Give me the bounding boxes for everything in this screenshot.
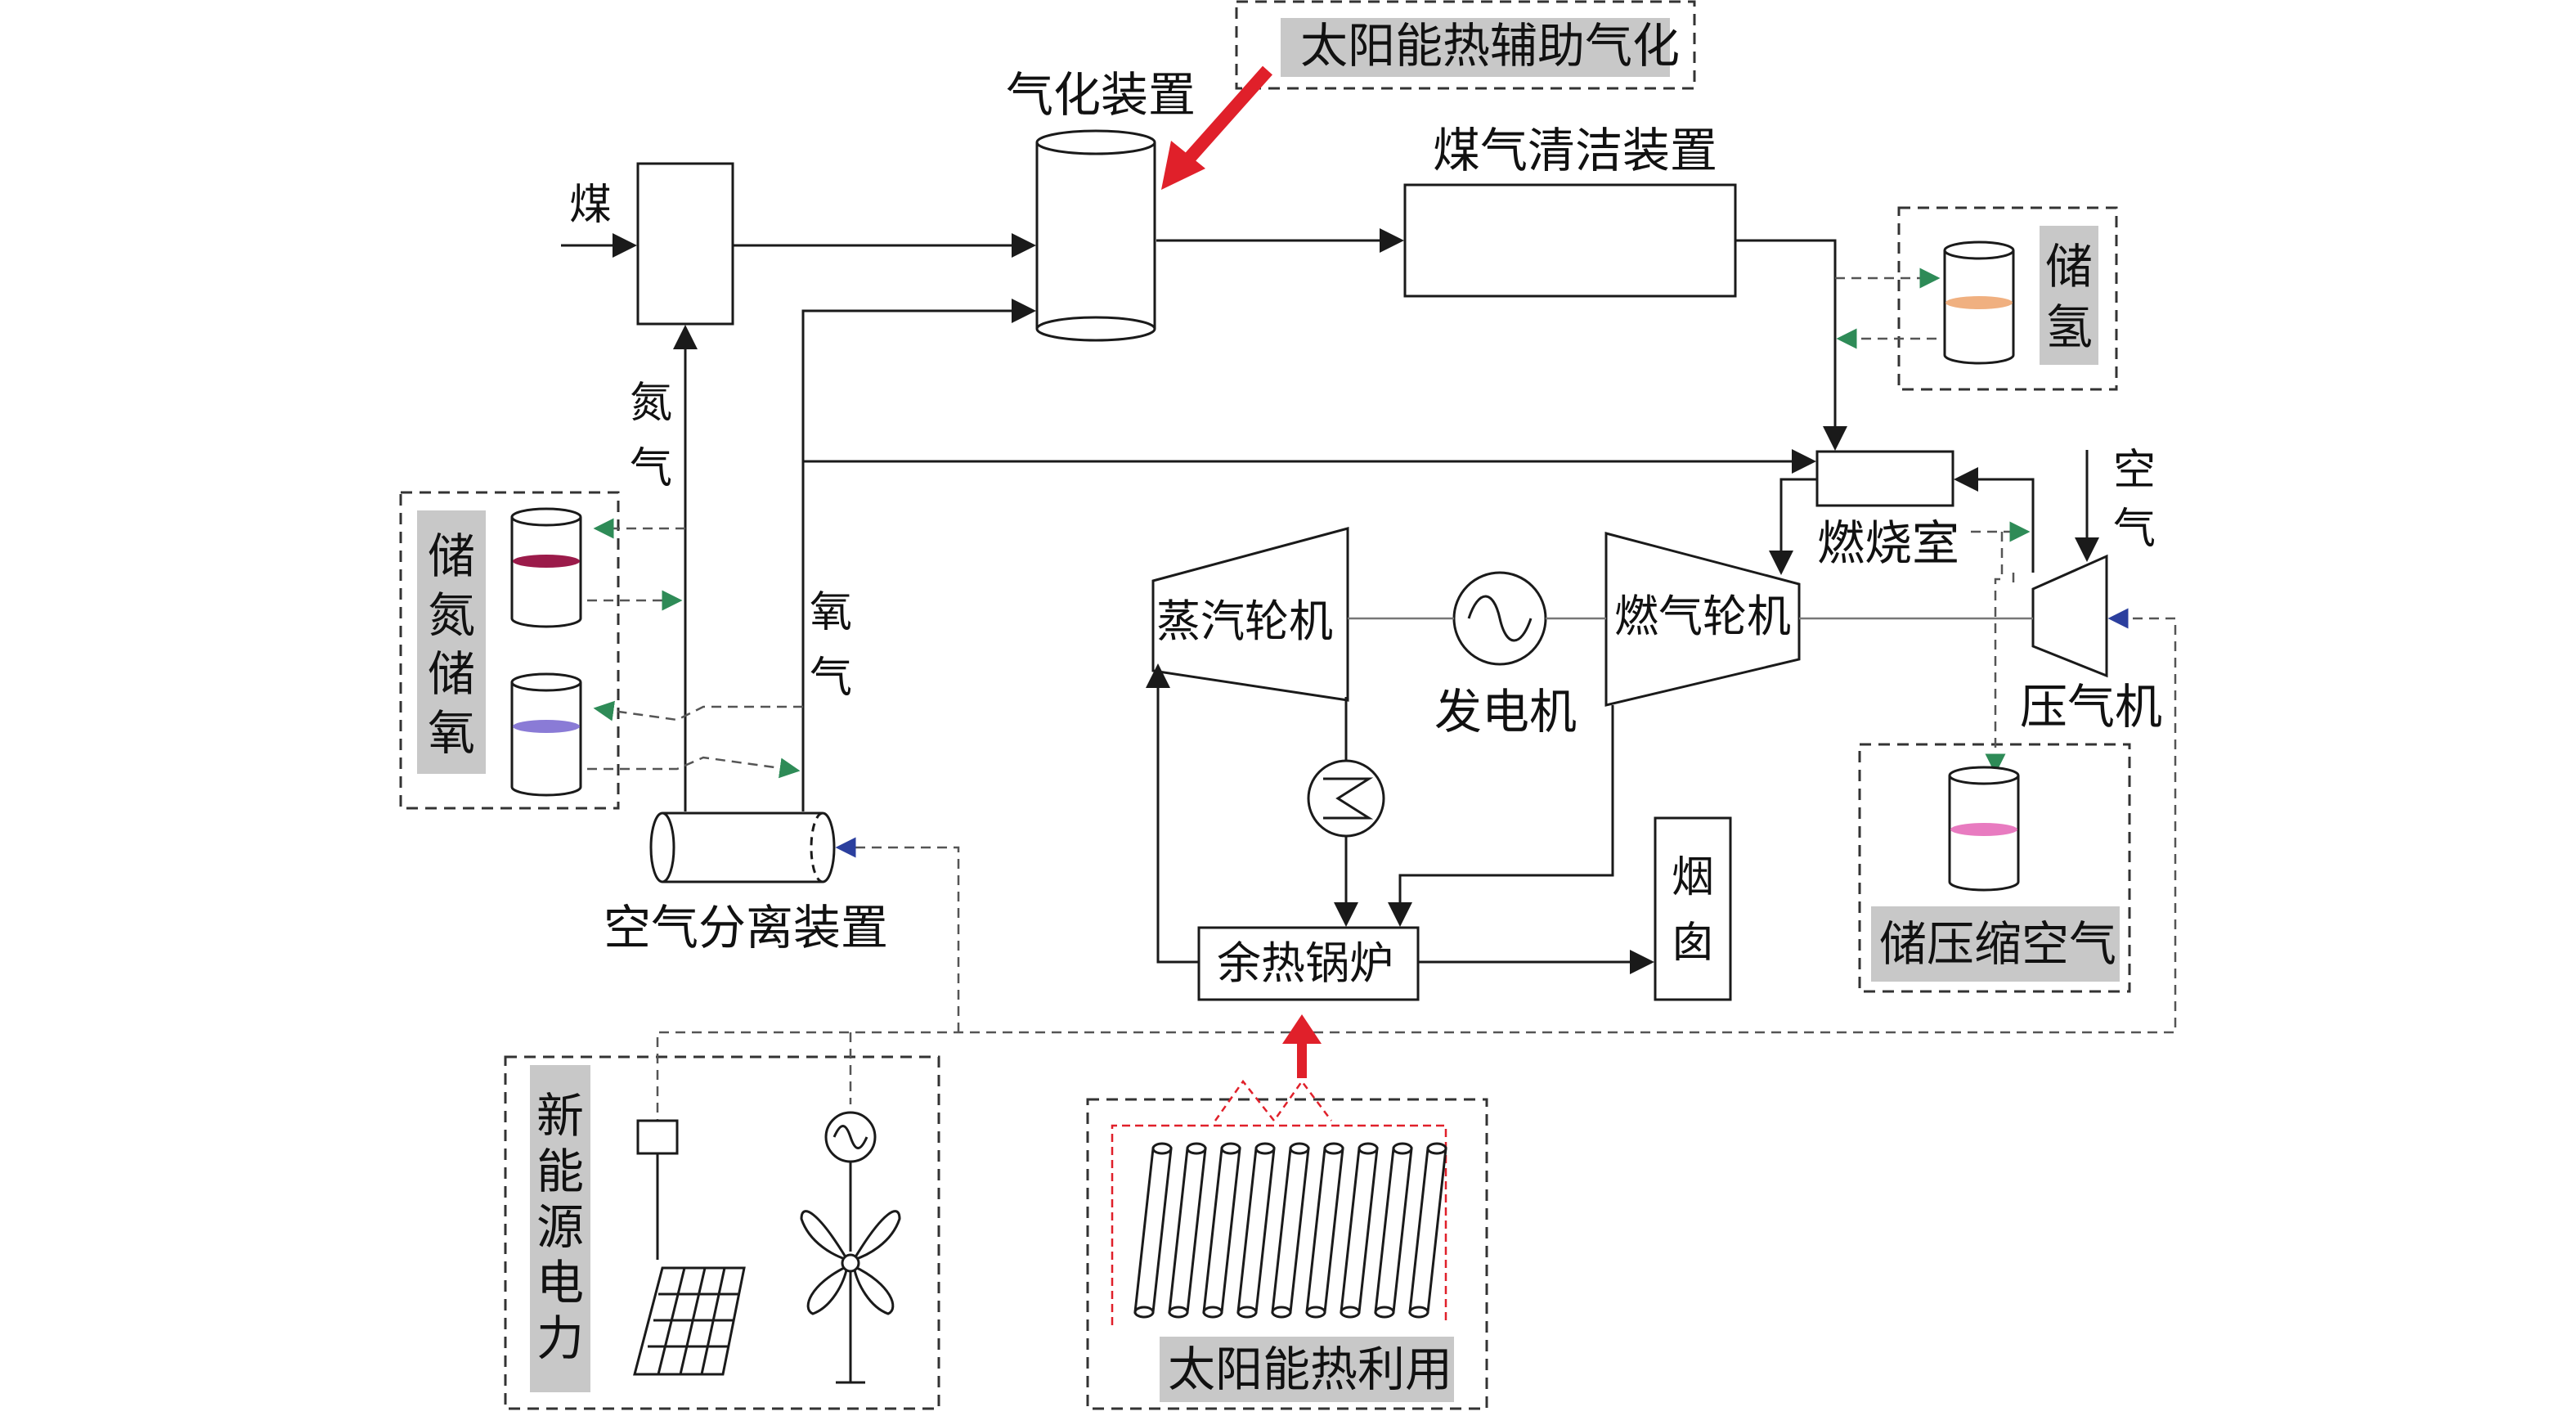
nitrogen-tank (510, 507, 582, 628)
solar-heat-to-hrsg-arrow (1282, 1014, 1322, 1078)
new-energy-label-4: 电 (536, 1255, 584, 1310)
n2-o2-storage-label-4: 氧 (428, 705, 475, 761)
compressed-air-band (1950, 823, 2017, 836)
n2-o2-storage-label-3: 储 (428, 646, 475, 702)
hrsg-label: 余热锅炉 (1217, 937, 1393, 989)
new-energy-label-1: 新 (536, 1088, 584, 1144)
hydrogen-storage-label-2: 氢 (2045, 299, 2093, 355)
gas-cleaning-box (1403, 183, 1737, 298)
chimney-label: 烟 (1672, 853, 1714, 902)
gas-turbine-shape (1604, 532, 1801, 707)
compressor-label: 压气机 (2020, 679, 2162, 735)
wind-turbine-icon (800, 1111, 901, 1384)
n2-o2-storage-label-2: 氮 (428, 587, 475, 643)
oxygen-label-2: 气 (810, 654, 852, 703)
steam-turbine-label: 蒸汽轮机 (1156, 596, 1333, 647)
nitrogen-label-2: 气 (630, 444, 672, 493)
hrsg-box (1197, 926, 1420, 1001)
heat-exchanger-icon (1307, 759, 1385, 838)
steam-turbine-shape (1151, 527, 1349, 702)
air-label: 空 (2113, 446, 2156, 495)
solar-panel-icon (633, 1119, 746, 1376)
solar-collector-tubes-icon (1111, 1079, 1447, 1325)
compressor-to-combustor-line (1954, 467, 2035, 573)
new-energy-label-3: 源 (536, 1199, 584, 1255)
chimney-box (1654, 816, 1732, 1001)
gasifier-cylinder (1035, 129, 1156, 342)
gasifier-label: 气化装置 (1006, 67, 1196, 123)
solar-thermal-label-bg (1160, 1337, 1454, 1402)
solar-gasification-label: 太阳能热辅助气化 (1300, 18, 1680, 74)
generator-symbol (1452, 571, 1547, 666)
new-energy-label-5: 力 (536, 1310, 584, 1366)
oxygen-label: 氧 (810, 588, 852, 637)
new-energy-label-2: 能 (536, 1144, 584, 1199)
compressed-air-storage-label: 储压缩空气 (1879, 916, 2116, 972)
hydrogen-storage-label-bg (2040, 226, 2098, 365)
oxygen-to-gasifier-line (801, 299, 1036, 811)
air-separation-label: 空气分离装置 (604, 900, 888, 955)
oxygen-tank (510, 672, 582, 797)
n2-o2-storage-label-bg (417, 510, 486, 774)
solar-gasification-group (1235, 0, 1696, 90)
air-label-2: 气 (2113, 505, 2156, 554)
power-to-air-separation-line (835, 837, 960, 1032)
combustor-box (1815, 450, 1954, 507)
combustor-to-gas-turbine-line (1769, 478, 1817, 575)
power-bus-line (656, 608, 2177, 1129)
coal-label: 煤 (569, 181, 612, 230)
hydrogen-storage-label: 储 (2045, 239, 2093, 294)
compressor-shape (2031, 554, 2108, 678)
solar-heat-to-gasifier-arrow (1161, 65, 1272, 190)
nitrogen-band (513, 555, 580, 568)
generator-label: 发电机 (1434, 684, 1577, 739)
solar-gasification-label-bg (1281, 18, 1670, 77)
new-energy-label-bg (530, 1065, 590, 1392)
hrsg-to-steam-turbine-line (1146, 663, 1199, 964)
n2-o2-storage-label-1: 储 (428, 528, 475, 584)
air-separation-cylinder (649, 811, 836, 883)
hydrogen-band (1945, 296, 2013, 309)
oxygen-band (513, 720, 580, 733)
coal-feeder-box (636, 162, 734, 326)
solar-thermal-label: 太阳能热利用 (1168, 1342, 1452, 1397)
gas-cleaning-label: 煤气清洁装置 (1433, 123, 1717, 178)
chimney-label-2: 囱 (1672, 919, 1714, 968)
new-energy-group (504, 1055, 940, 1410)
combustor-label: 燃烧室 (1817, 515, 1959, 571)
cleaning-to-combustor-line (1735, 239, 1847, 451)
gas-turbine-exhaust-to-hrsg-line (1388, 705, 1614, 927)
gas-turbine-label: 燃气轮机 (1614, 591, 1791, 642)
solar-thermal-group (1086, 1098, 1488, 1410)
n2-o2-storage-group (399, 491, 620, 810)
sine-wave-icon (1467, 595, 1533, 642)
hydrogen-storage-group (1897, 206, 2118, 391)
nitrogen-label: 氮 (630, 379, 672, 428)
compressed-air-label-bg (1871, 906, 2120, 982)
